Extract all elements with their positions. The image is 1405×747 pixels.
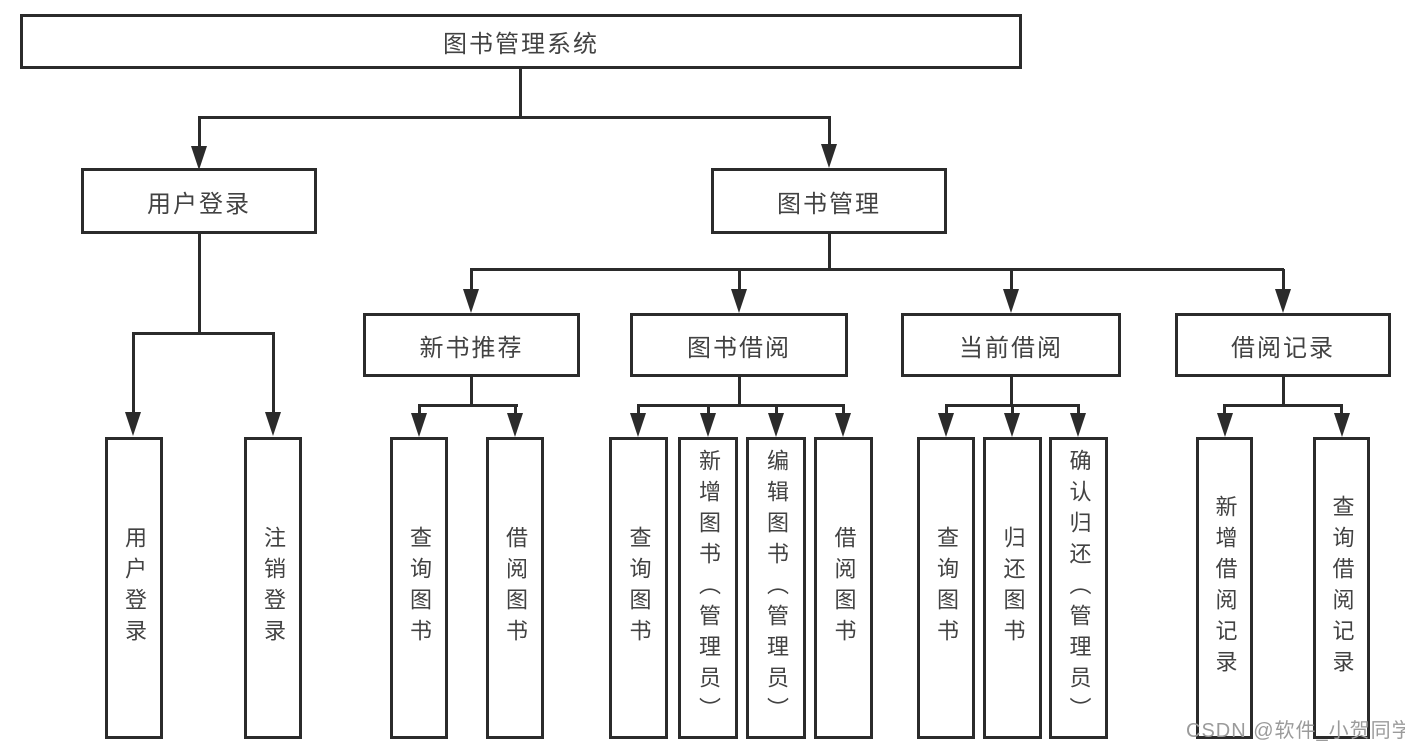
leaf-borrow-query-book: 查询图书 <box>609 437 668 739</box>
leaf-recommend-query-book: 查询图书 <box>390 437 448 739</box>
leaf-query-borrow-record: 查询借阅记录 <box>1313 437 1370 739</box>
node-borrow-record-label: 借阅记录 <box>1231 334 1335 362</box>
arrow-down-icon <box>731 289 747 313</box>
connector-line <box>513 405 517 415</box>
connector-line <box>417 403 518 407</box>
node-root-label: 图书管理系统 <box>443 31 599 58</box>
leaf-query-borrow-record-label: 查询借阅记录 <box>1329 495 1355 681</box>
arrow-down-icon <box>265 412 281 436</box>
connector-line <box>1010 405 1014 415</box>
connector-line <box>1009 377 1013 405</box>
leaf-recommend-borrow-book: 借阅图书 <box>486 437 544 739</box>
connector-line <box>470 269 473 290</box>
connector-line <box>1076 405 1080 415</box>
arrow-down-icon <box>463 289 479 313</box>
arrow-down-icon <box>191 146 207 170</box>
connector-line <box>1281 269 1285 290</box>
connector-line <box>1223 403 1343 407</box>
connector-line <box>737 377 741 405</box>
node-current-borrow: 当前借阅 <box>901 313 1121 377</box>
arrow-down-icon <box>835 413 851 437</box>
connector-line <box>131 333 135 414</box>
arrow-down-icon <box>1333 413 1350 437</box>
leaf-user-login-label: 用户登录 <box>122 526 147 650</box>
arrow-down-icon <box>1216 413 1233 437</box>
leaf-confirm-return-admin-label: 确认归还（管理员） <box>1066 448 1092 728</box>
connector-line <box>470 267 1284 271</box>
leaf-borrow-book-label: 借阅图书 <box>831 526 857 650</box>
connector-line <box>1223 405 1226 415</box>
connector-line <box>271 333 275 414</box>
leaf-logout-label: 注销登录 <box>261 526 286 650</box>
connector-line <box>737 269 741 290</box>
leaf-add-book-admin-label: 新增图书（管理员） <box>696 448 721 728</box>
leaf-current-query-book: 查询图书 <box>917 437 975 739</box>
arrow-down-icon <box>1004 413 1020 437</box>
connector-line <box>470 377 473 405</box>
node-book-management-label: 图书管理 <box>777 190 881 218</box>
node-borrow-record: 借阅记录 <box>1175 313 1391 377</box>
leaf-borrow-query-book-label: 查询图书 <box>626 526 652 650</box>
leaf-return-book-label: 归还图书 <box>1000 526 1026 650</box>
leaf-add-borrow-record-label: 新增借阅记录 <box>1212 495 1238 681</box>
arrow-down-icon <box>411 413 427 437</box>
leaf-borrow-book: 借阅图书 <box>814 437 873 739</box>
connector-line <box>131 331 275 335</box>
node-book-management: 图书管理 <box>711 168 947 234</box>
arrow-down-icon <box>700 413 716 437</box>
leaf-add-book-admin: 新增图书（管理员） <box>678 437 738 739</box>
connector-line <box>636 403 845 407</box>
arrow-down-icon <box>768 413 784 437</box>
leaf-confirm-return-admin: 确认归还（管理员） <box>1049 437 1108 739</box>
connector-line <box>827 117 831 146</box>
leaf-add-borrow-record: 新增借阅记录 <box>1196 437 1253 739</box>
connector-line <box>1009 269 1013 290</box>
arrow-down-icon <box>1003 289 1019 313</box>
connector-line <box>774 405 778 415</box>
arrow-down-icon <box>821 144 837 168</box>
leaf-logout: 注销登录 <box>244 437 302 739</box>
leaf-user-login: 用户登录 <box>105 437 163 739</box>
node-book-borrow: 图书借阅 <box>630 313 848 377</box>
node-new-book-recommend-label: 新书推荐 <box>419 334 524 362</box>
csdn-watermark: CSDN @软件_小贺同学 <box>1186 720 1405 742</box>
connector-line <box>197 234 201 334</box>
connector-line <box>827 234 831 269</box>
leaf-recommend-query-book-label: 查询图书 <box>407 526 432 650</box>
arrow-down-icon <box>507 413 523 437</box>
arrow-down-icon <box>125 412 141 436</box>
node-book-borrow-label: 图书借阅 <box>687 334 791 362</box>
connector-line <box>197 117 201 148</box>
leaf-recommend-borrow-book-label: 借阅图书 <box>503 526 528 650</box>
connector-line <box>636 405 640 415</box>
connector-line <box>197 115 831 119</box>
connector-line <box>706 405 710 415</box>
leaf-edit-book-admin: 编辑图书（管理员） <box>746 437 806 739</box>
arrow-down-icon <box>630 413 646 437</box>
connector-line <box>1340 405 1343 415</box>
connector-line <box>944 405 948 415</box>
leaf-edit-book-admin-label: 编辑图书（管理员） <box>764 448 789 728</box>
node-user-login-label: 用户登录 <box>147 190 251 218</box>
connector-line <box>417 405 421 415</box>
connector-line <box>518 69 522 117</box>
node-user-login: 用户登录 <box>81 168 317 234</box>
arrow-down-icon <box>938 413 954 437</box>
leaf-current-query-book-label: 查询图书 <box>934 526 959 650</box>
node-new-book-recommend: 新书推荐 <box>363 313 580 377</box>
arrow-down-icon <box>1275 289 1291 313</box>
node-current-borrow-label: 当前借阅 <box>959 334 1063 362</box>
node-root: 图书管理系统 <box>20 14 1022 69</box>
arrow-down-icon <box>1070 413 1086 437</box>
leaf-return-book: 归还图书 <box>983 437 1042 739</box>
connector-line <box>1281 377 1285 405</box>
connector-line <box>841 405 845 415</box>
